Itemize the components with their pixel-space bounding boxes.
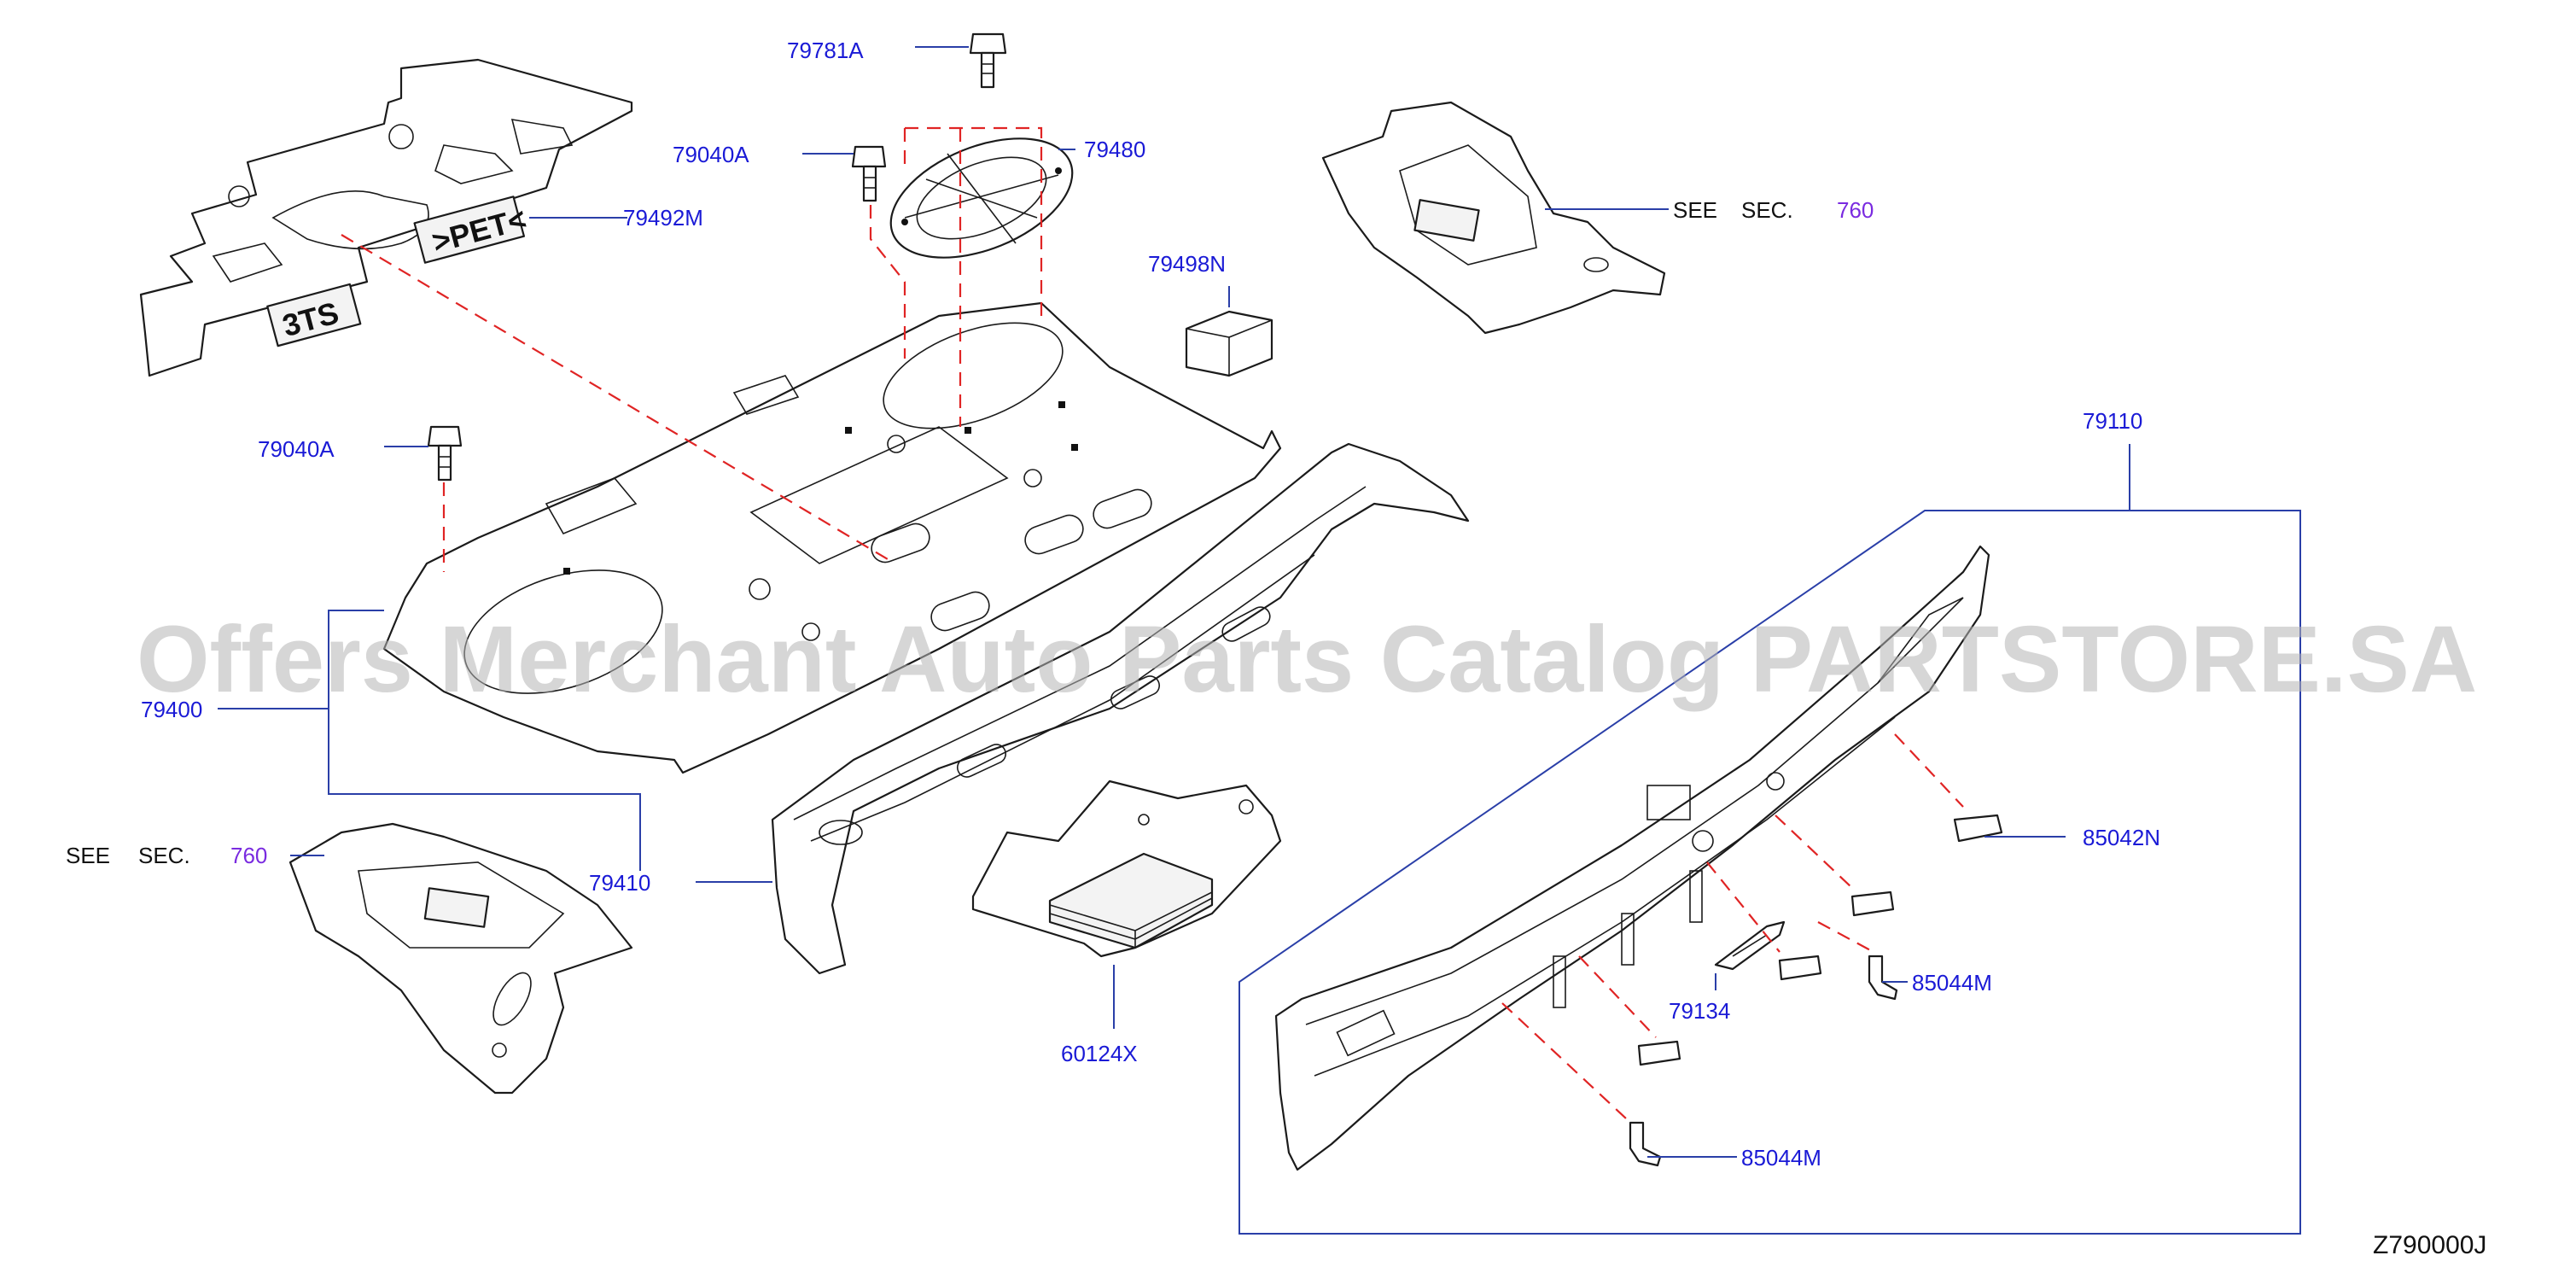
label-79110[interactable]: 79110 <box>2083 408 2142 434</box>
see-sec-reference-left[interactable]: SEE SEC. 760 <box>66 843 267 868</box>
diagram-code: Z790000J <box>2373 1231 2486 1259</box>
bolt-79040a-top[interactable] <box>851 145 887 202</box>
section-number[interactable]: 760 <box>1837 197 1874 223</box>
label-79492m[interactable]: 79492M <box>623 205 703 231</box>
side-panel-see-sec-760-left[interactable] <box>288 822 633 1095</box>
see-text: SEE <box>1673 197 1717 223</box>
bolt-79040a-left[interactable] <box>427 425 463 482</box>
clip-85042n[interactable] <box>1637 814 2003 1066</box>
label-79134[interactable]: 79134 <box>1669 998 1730 1024</box>
assembly-dashed-lines <box>341 126 1964 1119</box>
see-text: SEE <box>66 843 110 868</box>
rear-floor-panel-79400[interactable] <box>382 301 1282 774</box>
bracket-85044m-right[interactable] <box>1868 955 1898 1001</box>
label-60124x[interactable]: 60124X <box>1061 1041 1138 1066</box>
label-79480[interactable]: 79480 <box>1084 137 1145 162</box>
label-85044m-bottom[interactable]: 85044M <box>1741 1145 1821 1171</box>
label-85042n[interactable]: 85042N <box>2083 825 2160 850</box>
section-number[interactable]: 760 <box>230 843 267 868</box>
leader-lines <box>218 46 2301 1235</box>
label-79498n[interactable]: 79498N <box>1148 251 1226 277</box>
rear-panel-79410[interactable] <box>771 442 1470 975</box>
see-sec-reference-right[interactable]: SEE SEC. 760 <box>1673 197 1874 223</box>
label-79781a[interactable]: 79781A <box>787 38 864 63</box>
label-85044m-right[interactable]: 85044M <box>1912 970 1992 996</box>
side-panel-see-sec-760-right[interactable] <box>1321 101 1666 335</box>
speaker-ring-79480[interactable] <box>874 114 1090 281</box>
label-79040a-left[interactable]: 79040A <box>258 436 335 462</box>
bolt-79781a[interactable] <box>969 32 1007 89</box>
rear-panel-assembly-79110[interactable] <box>1274 545 1990 1171</box>
label-79040a-top[interactable]: 79040A <box>673 142 749 167</box>
watermark-text: Offers Merchant Auto Parts Catalog PARTS… <box>137 607 2477 712</box>
label-79400[interactable]: 79400 <box>141 697 202 722</box>
foam-block-79498n[interactable] <box>1185 310 1273 377</box>
sec-text: SEC. <box>138 843 190 868</box>
label-79410[interactable]: 79410 <box>589 870 650 896</box>
bracket-79134[interactable] <box>1714 920 1786 971</box>
sec-text: SEC. <box>1741 197 1793 223</box>
bracket-60124x[interactable] <box>971 779 1282 958</box>
bracket-85044m-bottom[interactable] <box>1629 1121 1662 1167</box>
